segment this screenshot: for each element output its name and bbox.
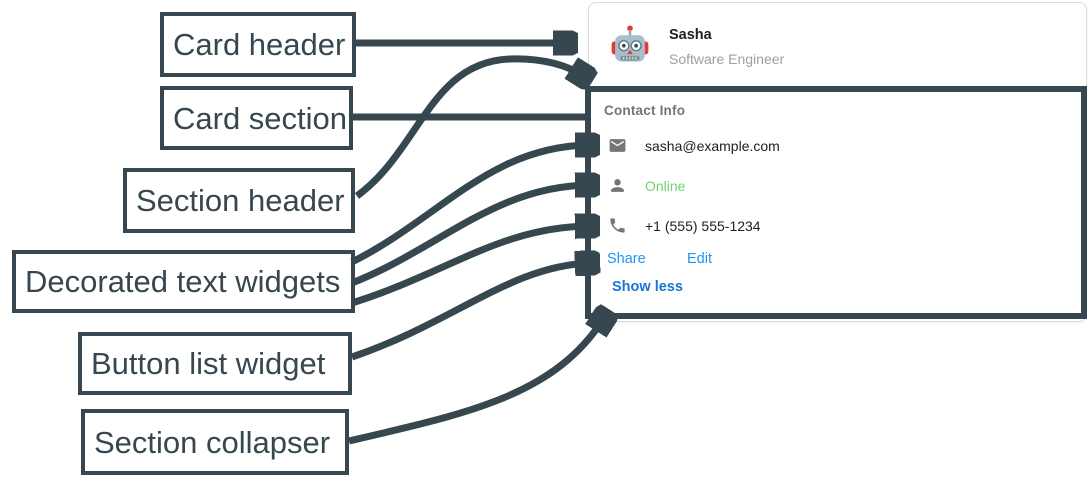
email-text: sasha@example.com xyxy=(645,138,780,154)
label-section-collapser: Section collapser xyxy=(81,409,349,475)
label-card-header: Card header xyxy=(160,12,356,77)
status-text: Online xyxy=(645,178,686,194)
person-icon xyxy=(611,179,624,192)
card-header: Sasha Software Engineer xyxy=(589,3,1086,87)
arrow-button-list xyxy=(350,263,590,361)
label-button-list-widget: Button list widget xyxy=(78,332,352,395)
person-role: Software Engineer xyxy=(669,51,785,67)
phone-text: +1 (555) 555-1234 xyxy=(645,218,761,234)
phone-icon xyxy=(610,218,625,233)
label-card-section: Card section xyxy=(160,86,353,150)
decorated-text-row-phone: +1 (555) 555-1234 xyxy=(591,216,1081,236)
share-button[interactable]: Share xyxy=(607,251,646,267)
arrow-section-header xyxy=(354,55,584,199)
decorated-text-row-status: Online xyxy=(591,176,1081,196)
arrow-decorated-status xyxy=(350,185,590,287)
person-name: Sasha xyxy=(669,27,712,43)
section-header: Contact Info xyxy=(604,103,686,118)
edit-button[interactable]: Edit xyxy=(687,251,712,267)
arrow-decorated-phone xyxy=(350,226,590,307)
show-less-button[interactable]: Show less xyxy=(612,279,683,295)
decorated-text-row-email: sasha@example.com xyxy=(591,136,1081,156)
email-icon xyxy=(609,139,626,152)
label-section-header: Section header xyxy=(123,168,355,233)
label-decorated-text-widgets: Decorated text widgets xyxy=(12,250,355,313)
arrow-section-collapser xyxy=(348,318,604,445)
robot-avatar-icon xyxy=(611,25,649,62)
arrow-decorated-email xyxy=(350,145,590,266)
card-section: Contact Info sasha@example.com Online +1… xyxy=(585,86,1087,319)
